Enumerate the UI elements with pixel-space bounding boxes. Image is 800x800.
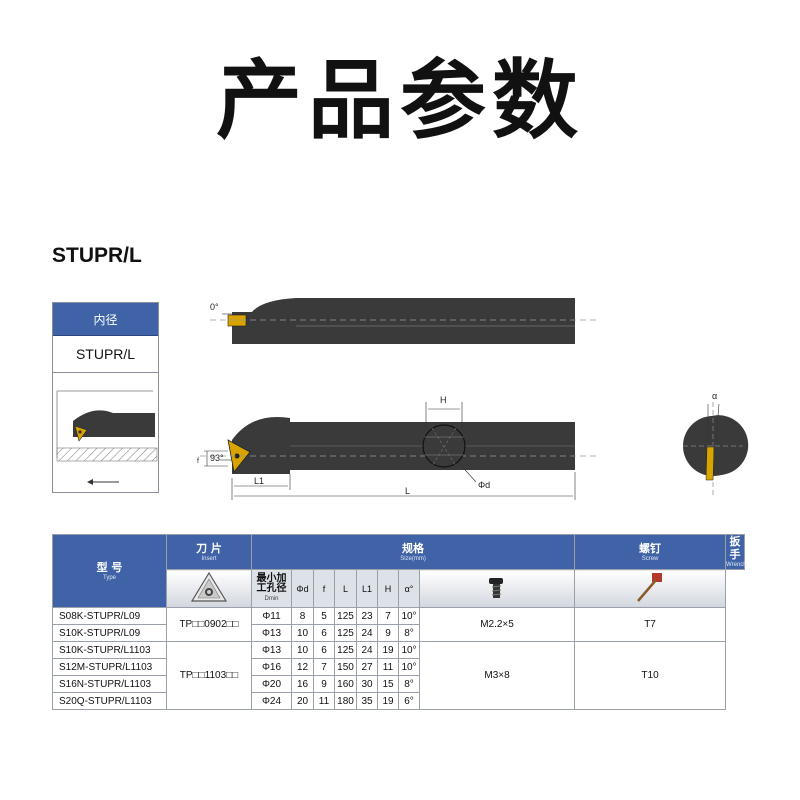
dim-L-label: L xyxy=(405,486,410,496)
insert-group-2: TP□□1103□□ xyxy=(166,641,252,710)
col-type-header: 型 号 Type xyxy=(52,534,167,608)
col-L1-header: L1 xyxy=(356,569,378,608)
table-row: S20Q-STUPR/L1103 Φ24 20 11 180 35 19 6° xyxy=(52,692,745,710)
wrench-icon-cell xyxy=(574,569,727,608)
col-f-header: f xyxy=(313,569,335,608)
cell-L1: 27 xyxy=(356,658,378,676)
col-dmin-header: 最小加工孔径 Dmin xyxy=(251,569,292,608)
cell-L1: 35 xyxy=(356,692,378,710)
info-card: 内径 STUPR/L xyxy=(52,302,159,493)
col-alpha-header: α° xyxy=(398,569,420,608)
info-card-model: STUPR/L xyxy=(53,336,158,373)
cell-d: 16 xyxy=(291,675,314,693)
cell-f: 11 xyxy=(313,692,335,710)
cell-alpha: 10° xyxy=(398,641,420,659)
dim-f-label: f xyxy=(197,458,199,465)
cell-L: 180 xyxy=(334,692,357,710)
screw-icon-cell xyxy=(418,569,576,608)
col-insert-header: 刀 片 Insert xyxy=(166,534,252,570)
wrench-group-1: T7 xyxy=(574,607,727,642)
cell-d: 10 xyxy=(291,641,314,659)
cell-L: 160 xyxy=(334,675,357,693)
cell-f: 6 xyxy=(313,624,335,642)
boring-illustration xyxy=(56,390,158,485)
dim-L1-label: L1 xyxy=(254,476,264,486)
screw-group-1: M2.2×5 xyxy=(418,607,576,642)
table-row: S12M-STUPR/L1103 Φ16 12 7 150 27 11 10° xyxy=(52,658,745,676)
row-model: S10K-STUPR/L1103 xyxy=(52,641,167,659)
cell-H: 11 xyxy=(377,658,399,676)
cell-d: 8 xyxy=(291,607,314,625)
cell-H: 19 xyxy=(377,692,399,710)
screw-group-2: M3×8 xyxy=(418,641,576,710)
cell-H: 7 xyxy=(377,607,399,625)
cell-L1: 24 xyxy=(356,641,378,659)
cell-f: 7 xyxy=(313,658,335,676)
dim-93-label: 93° xyxy=(210,453,224,463)
cell-alpha: 8° xyxy=(398,624,420,642)
cell-H: 9 xyxy=(377,624,399,642)
cell-L: 125 xyxy=(334,641,357,659)
dim-phid-label: Φd xyxy=(478,480,490,490)
cell-f: 5 xyxy=(313,607,335,625)
tool-top-view xyxy=(200,402,600,500)
cell-dmin: Φ24 xyxy=(251,692,292,710)
cell-L1: 23 xyxy=(356,607,378,625)
cell-alpha: 10° xyxy=(398,658,420,676)
cell-alpha: 6° xyxy=(398,692,420,710)
cell-L1: 24 xyxy=(356,624,378,642)
cell-alpha: 10° xyxy=(398,607,420,625)
table-row: S10K-STUPR/L09 Φ13 10 6 125 24 9 8° xyxy=(52,624,745,642)
row-model: S08K-STUPR/L09 xyxy=(52,607,167,625)
cell-L: 125 xyxy=(334,624,357,642)
wrench-group-2: T10 xyxy=(574,641,727,710)
cell-f: 6 xyxy=(313,641,335,659)
header-row-1: 型 号 Type 刀 片 Insert 规格 Size(mm) 螺钉 Screw… xyxy=(52,534,747,608)
cell-dmin: Φ13 xyxy=(251,641,292,659)
row-model: S20Q-STUPR/L1103 xyxy=(52,692,167,710)
cell-dmin: Φ13 xyxy=(251,624,292,642)
cell-L: 150 xyxy=(334,658,357,676)
screw-icon xyxy=(489,578,504,598)
cell-dmin: Φ20 xyxy=(251,675,292,693)
col-screw-header: 螺钉 Screw xyxy=(574,534,727,570)
cell-dmin: Φ11 xyxy=(251,607,292,625)
cell-f: 9 xyxy=(313,675,335,693)
col-wrench-header: 扳手 Wrench xyxy=(725,534,747,570)
dim-alpha-label: α xyxy=(712,391,717,401)
insert-triangle-icon xyxy=(190,571,228,602)
angle-top-label: 0° xyxy=(210,302,219,312)
cell-H: 15 xyxy=(377,675,399,693)
cell-d: 10 xyxy=(291,624,314,642)
row-model: S12M-STUPR/L1103 xyxy=(52,658,167,676)
cell-L: 125 xyxy=(334,607,357,625)
page-title: 产品参数 xyxy=(216,51,584,151)
col-size-header: 规格 Size(mm) xyxy=(250,534,576,570)
tool-end-view xyxy=(683,402,749,496)
cell-L1: 30 xyxy=(356,675,378,693)
cell-dmin: Φ16 xyxy=(251,658,292,676)
col-H-header: H xyxy=(377,569,399,608)
tool-drawing: 0° H Φd L1 L 93° f xyxy=(197,298,749,500)
row-model: S16N-STUPR/L1103 xyxy=(52,675,167,693)
tool-side-view xyxy=(210,298,600,344)
row-model: S10K-STUPR/L09 xyxy=(52,624,167,642)
col-phid-header: Φd xyxy=(291,569,314,608)
cell-alpha: 8° xyxy=(398,675,420,693)
wrench-icon xyxy=(637,573,663,602)
cell-H: 19 xyxy=(377,641,399,659)
cell-d: 12 xyxy=(291,658,314,676)
insert-group-1: TP□□0902□□ xyxy=(166,607,252,642)
table-row: S10K-STUPR/L1103 TP□□1103□□ Φ13 10 6 125… xyxy=(52,641,745,710)
cell-d: 20 xyxy=(291,692,314,710)
header-row-2: 最小加工孔径 Dmin Φd f L L1 H α° xyxy=(53,569,745,608)
col-L-header: L xyxy=(334,569,357,608)
model-heading: STUPR/L xyxy=(52,244,142,267)
dim-H-label: H xyxy=(440,395,447,405)
spec-table: 型 号 Type 刀 片 Insert 规格 Size(mm) 螺钉 Screw… xyxy=(52,534,747,710)
info-card-label: 内径 xyxy=(53,303,158,336)
insert-icon-cell xyxy=(166,569,252,608)
table-row: S08K-STUPR/L09 TP□□0902□□ Φ11 8 5 125 23… xyxy=(52,607,745,642)
